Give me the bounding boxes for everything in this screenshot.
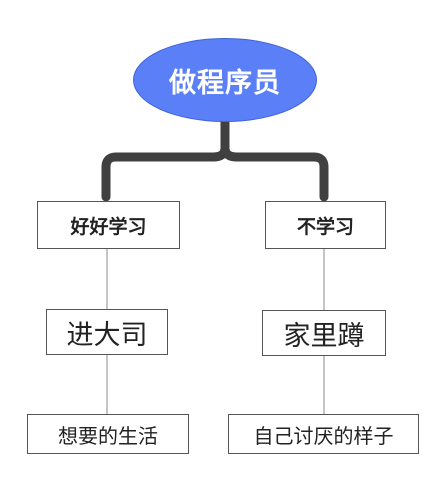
leaf-desired-life[interactable]: 想要的生活 [27,414,189,454]
leaf-hated-self[interactable]: 自己讨厌的样子 [228,414,419,454]
branch-node-study-hard[interactable]: 好好学习 [37,201,180,249]
root-node[interactable]: 做程序员 [133,38,317,122]
branch-node-no-study[interactable]: 不学习 [265,201,386,249]
subnode-big-company[interactable]: 进大司 [46,309,168,355]
root-stem-connector [101,116,230,202]
root-right-connector [220,116,329,202]
subnode-stay-home[interactable]: 家里蹲 [262,310,386,356]
